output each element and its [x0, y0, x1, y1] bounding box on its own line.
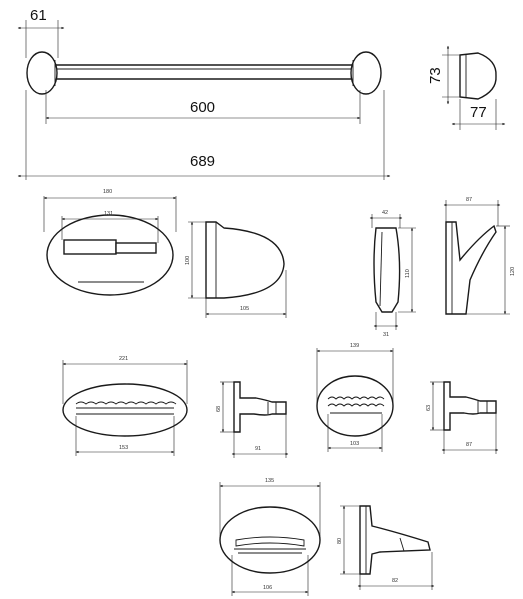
dim-soap-large-depth: 91 — [255, 446, 261, 452]
dim-soap-medium-height: 63 — [426, 405, 432, 411]
soap-dish-medium-profile — [443, 381, 497, 431]
dim-hook-side-height: 120 — [510, 267, 516, 276]
paper-holder-side-profile — [205, 221, 285, 299]
soap-dish-small-front-view: 135 106 — [219, 478, 321, 596]
soap-dish-large-front-view: 221 153 — [62, 356, 188, 456]
dim-bracket-height: 73 — [427, 67, 444, 84]
dim-hook-face-width: 42 — [382, 210, 388, 216]
dim-hook-face-height: 110 — [405, 269, 411, 278]
dim-towel-bar-span: 600 — [190, 99, 215, 116]
paper-holder-plate — [46, 214, 174, 296]
soap-dish-large-side-view: 68 91 — [216, 381, 289, 458]
dim-towel-bar-overall: 689 — [190, 153, 215, 170]
soap-dish-medium-front-view: 139 103 — [316, 343, 394, 452]
dim-soap-large-width: 221 — [119, 356, 128, 362]
towel-bar-left-cap — [26, 51, 58, 95]
dim-soap-small-height: 80 — [337, 538, 343, 544]
robe-hook-side-profile — [445, 221, 497, 315]
dim-paper-holder-height: 100 — [185, 256, 191, 265]
dim-paper-holder-depth: 105 — [240, 306, 249, 312]
dim-soap-small-width: 135 — [265, 478, 274, 484]
paper-holder-front-view: 180 131 — [43, 189, 177, 296]
dim-soap-medium-tray: 103 — [350, 441, 359, 447]
paper-holder-roll-right — [115, 242, 157, 254]
dim-hook-face-bottom: 31 — [383, 332, 389, 338]
dim-hook-side-width: 87 — [466, 197, 472, 203]
towel-bar-rod — [49, 64, 361, 80]
soap-dish-small-profile — [359, 505, 431, 575]
paper-holder-roll-left — [63, 239, 117, 255]
towel-bar-right-cap — [350, 51, 382, 95]
soap-dish-small-side-view: 80 82 — [337, 505, 435, 590]
dim-soap-medium-width: 139 — [350, 343, 359, 349]
dim-paper-holder-width: 180 — [103, 189, 112, 195]
dim-soap-large-tray: 153 — [119, 445, 128, 451]
dim-bracket-depth: 77 — [470, 104, 487, 121]
bracket-profile — [459, 52, 497, 100]
soap-dish-large-profile — [233, 381, 287, 433]
paper-holder-side-view: 100 105 — [185, 221, 287, 318]
soap-dish-medium-plate — [316, 375, 394, 437]
bracket-side-view: 73 77 — [427, 45, 506, 130]
dim-soap-small-tray: 106 — [263, 585, 272, 591]
soap-dish-small-plate — [219, 506, 321, 574]
dim-towel-bar-end-cap: 61 — [30, 7, 47, 24]
soap-dish-large-plate — [62, 383, 188, 437]
soap-dish-medium-side-view: 63 87 — [426, 381, 499, 454]
robe-hook-front-view: 42 110 31 — [369, 210, 416, 338]
towel-bar-view: 61 600 689 — [17, 7, 391, 180]
dim-soap-small-depth: 82 — [392, 578, 398, 584]
dim-soap-medium-depth: 87 — [466, 442, 472, 448]
dim-soap-large-height: 68 — [216, 406, 222, 412]
robe-hook-side-view: 87 120 — [443, 197, 516, 315]
dim-paper-holder-roll: 131 — [104, 211, 113, 217]
robe-hook-face — [373, 227, 401, 313]
